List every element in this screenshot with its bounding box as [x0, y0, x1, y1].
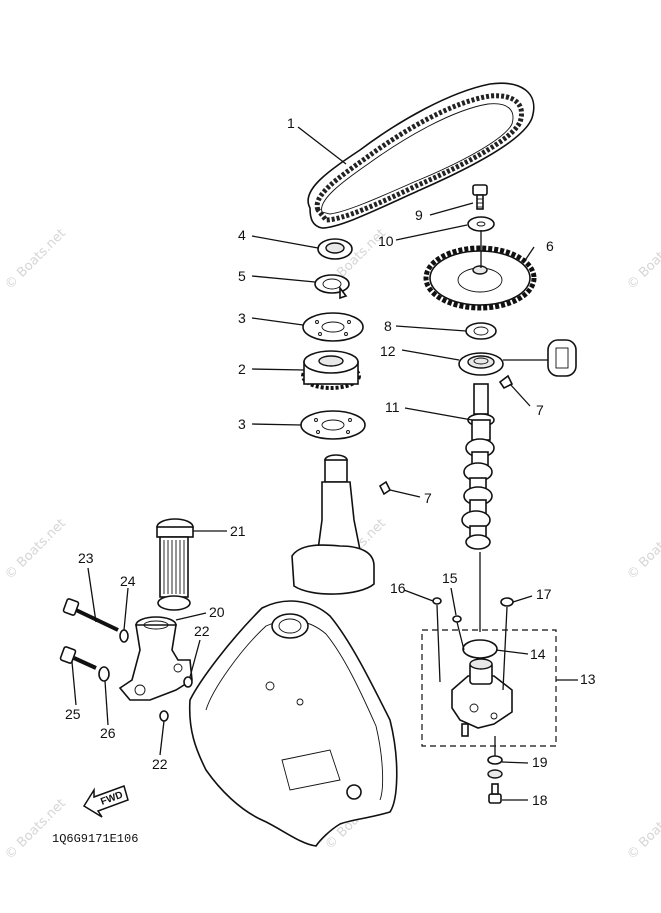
fwd-arrow-icon: FWD: [82, 785, 129, 818]
camshaft: [461, 383, 495, 632]
watermark: © Boats.net: [2, 796, 69, 863]
drive-gear: [301, 350, 361, 390]
watermark: © Boats.net: [624, 796, 661, 863]
callout-2: 2: [238, 361, 246, 377]
watermark: © Boats.net: [624, 516, 661, 583]
callout-17: 17: [536, 586, 552, 602]
bolt-9: [472, 184, 488, 210]
callout-20: 20: [209, 604, 225, 620]
key-7-cam: [498, 374, 514, 390]
bolt-23: [62, 598, 119, 632]
callout-21: 21: [230, 523, 246, 539]
watermark: © Boats.net: [624, 226, 661, 293]
callout-18: 18: [532, 792, 548, 808]
o-ring-17: [500, 597, 514, 607]
callout-3-bottom: 3: [238, 416, 246, 432]
timing-belt: [307, 82, 535, 229]
callout-12: 12: [380, 343, 396, 359]
callout-22-lower: 22: [152, 756, 168, 772]
o-ring-15: [452, 615, 462, 623]
callout-14: 14: [530, 646, 546, 662]
callout-15: 15: [442, 570, 458, 586]
drawing-code: 1Q6G9171E106: [52, 832, 138, 846]
plate-3-bottom: [300, 410, 366, 440]
o-ring-16: [432, 597, 442, 605]
callout-19: 19: [532, 754, 548, 770]
bearing-12: [458, 352, 504, 376]
o-ring-22-upper: [183, 676, 193, 688]
washer-24: [119, 629, 129, 643]
o-ring-22-lower: [159, 710, 169, 722]
oil-seal-4: [317, 238, 353, 260]
washer-10: [467, 216, 495, 232]
plate-3-top: [302, 312, 364, 342]
callout-7-cam: 7: [536, 402, 544, 418]
callout-3-top: 3: [238, 310, 246, 326]
callout-10: 10: [378, 233, 394, 249]
camshaft-pulley: [423, 230, 537, 311]
filter-housing: [118, 616, 193, 701]
callout-16: 16: [390, 580, 406, 596]
oil-seal-8: [465, 322, 497, 340]
callout-6: 6: [546, 238, 554, 254]
crankcase: [188, 600, 398, 847]
callout-7-crank: 7: [424, 490, 432, 506]
washer-26: [98, 666, 110, 682]
callout-23: 23: [78, 550, 94, 566]
spacer-5: [314, 274, 350, 300]
callout-22-upper: 22: [194, 623, 210, 639]
leader-lines: [71, 126, 578, 801]
callout-11: 11: [385, 399, 400, 415]
oil-filter: [156, 518, 194, 611]
callouts: 1 9 10 6 4 5 3 8 12 2 11 7 3 7 21 23 24 …: [65, 115, 596, 808]
oil-pump-assembly: [421, 629, 557, 747]
callout-9: 9: [415, 207, 423, 223]
crankshaft: [291, 454, 392, 595]
callout-5: 5: [238, 268, 246, 284]
callout-13: 13: [580, 671, 596, 687]
callout-26: 26: [100, 725, 116, 741]
watermark: © Boats.net: [2, 226, 69, 293]
callout-24: 24: [120, 573, 136, 589]
callout-4: 4: [238, 227, 246, 243]
callout-1: 1: [287, 115, 295, 131]
callout-25: 25: [65, 706, 81, 722]
bolt-25: [59, 646, 97, 670]
watermark: © Boats.net: [2, 516, 69, 583]
callout-8: 8: [384, 318, 392, 334]
washer-19: [487, 755, 503, 779]
detail-inset: [503, 339, 577, 377]
bolt-18: [488, 783, 502, 804]
